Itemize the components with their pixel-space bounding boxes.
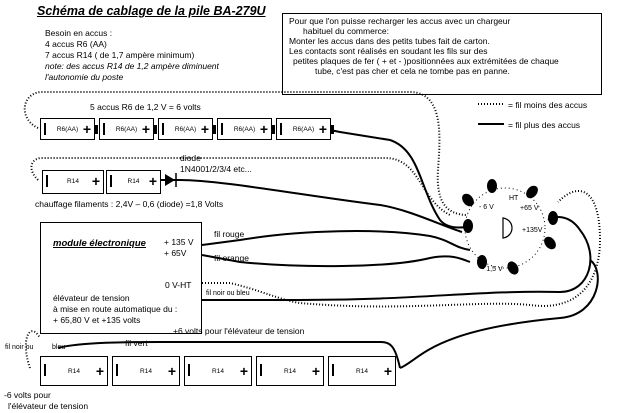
- module-ovht: 0 V-HT: [165, 280, 192, 290]
- connector-p135: +135V: [522, 227, 543, 234]
- needs-line: note: des accus R14 de 1,2 ampère diminu…: [45, 61, 219, 71]
- diode-part: 1N4001/2/3/4 etc...: [180, 164, 252, 174]
- wire-noir-bleu: [202, 190, 602, 308]
- bottom-plus-wire: [57, 341, 401, 369]
- r14-battery: R14+: [106, 170, 161, 194]
- filament-minus-wire: [30, 157, 451, 216]
- wire-label-noir-ou: fil noir ou: [5, 344, 34, 351]
- needs-line: 7 accus R14 ( de 1,7 ampère minimum): [45, 50, 195, 60]
- electronic-module: module électronique + 135 V + 65V 0 V-HT…: [40, 222, 202, 334]
- needs-line: l'autonomie du poste: [45, 72, 124, 82]
- wire-label-vert: fil vert: [125, 338, 148, 348]
- wire-label-orange: fil orange: [214, 253, 249, 263]
- wire-label-bleu: bleu: [52, 344, 66, 351]
- r14-battery: R14+: [184, 356, 252, 386]
- r6-battery: R6(AA)+: [158, 118, 216, 140]
- needs-line: Besoin en accus :: [45, 28, 113, 38]
- info-line: Monter les accus dans des petits tubes f…: [289, 36, 490, 46]
- bottom-minus-wire: [24, 330, 41, 369]
- wire-orange: [201, 254, 471, 268]
- diode-symbol: [165, 173, 177, 187]
- module-desc: élévateur de tension: [53, 293, 130, 303]
- info-box: Pour que l'on puisse recharger les accus…: [282, 13, 602, 95]
- info-line: habituel du commerce:: [303, 26, 389, 36]
- r14-battery: R14+: [256, 356, 324, 386]
- legend-plus-label: = fil plus des accus: [508, 120, 581, 130]
- module-desc: à mise en route automatique du :: [53, 304, 178, 314]
- r14-battery: R14+: [40, 356, 108, 386]
- r14-battery: R14+: [328, 356, 396, 386]
- module-desc: + 65,80 V et +135 volts: [53, 315, 141, 325]
- bottom-note: l'élévateur de tension: [8, 401, 89, 411]
- bottom-note: -6 volts pour: [4, 390, 51, 400]
- module-v135: + 135 V: [164, 237, 194, 247]
- needs-line: 4 accus R6 (AA): [45, 39, 107, 49]
- r6-caption: 5 accus R6 de 1,2 V = 6 volts: [90, 102, 201, 112]
- info-line: Les contacts sont réalisés en soudant le…: [289, 46, 488, 56]
- r14-battery: R14+: [42, 170, 104, 194]
- info-line: tube, c'est pas cher et cela ne tombe pa…: [315, 66, 510, 76]
- r6-battery: R6(AA)+: [217, 118, 275, 140]
- connector-pins: [462, 179, 558, 275]
- diode-label: diode: [180, 153, 201, 163]
- filament-caption: chauffage filaments : 2,4V – 0,6 (diode)…: [35, 199, 224, 209]
- r6-battery: R6(AA)+: [276, 118, 334, 140]
- r6-plus-wire: [319, 127, 471, 229]
- connector-m6: - 6 V: [479, 204, 494, 211]
- connector-p65: +65 V: [520, 205, 539, 212]
- wire-rouge: [201, 230, 471, 251]
- page-title: Schéma de cablage de la pile BA-279U: [37, 4, 266, 18]
- legend-minus-label: = fil moins des accus: [508, 100, 588, 110]
- connector-ht: HT: [509, 195, 519, 202]
- r6-battery: R6(AA)+: [40, 118, 98, 140]
- info-line: Pour que l'on puisse recharger les accus…: [289, 16, 511, 26]
- r14-battery: R14+: [112, 356, 180, 386]
- wire-six-volts: [201, 216, 592, 302]
- r6-battery: R6(AA)+: [99, 118, 157, 140]
- wire-label-rouge: fil rouge: [214, 229, 245, 239]
- r6-minus-wire: [23, 91, 469, 216]
- info-line: petites plaques de fer ( + et - )positio…: [293, 56, 559, 66]
- bottom-link: [399, 259, 599, 369]
- filament-plus-wire: [160, 179, 463, 233]
- connector-m15: - 1,5 V: [482, 266, 503, 273]
- wire-label-six-volts: +6 volts pour l'élévateur de tension: [173, 326, 305, 336]
- module-title: module électronique: [53, 238, 146, 249]
- wire-label-noir-bleu: fil noir ou bleu: [206, 290, 250, 297]
- module-v65: + 65V: [164, 248, 187, 258]
